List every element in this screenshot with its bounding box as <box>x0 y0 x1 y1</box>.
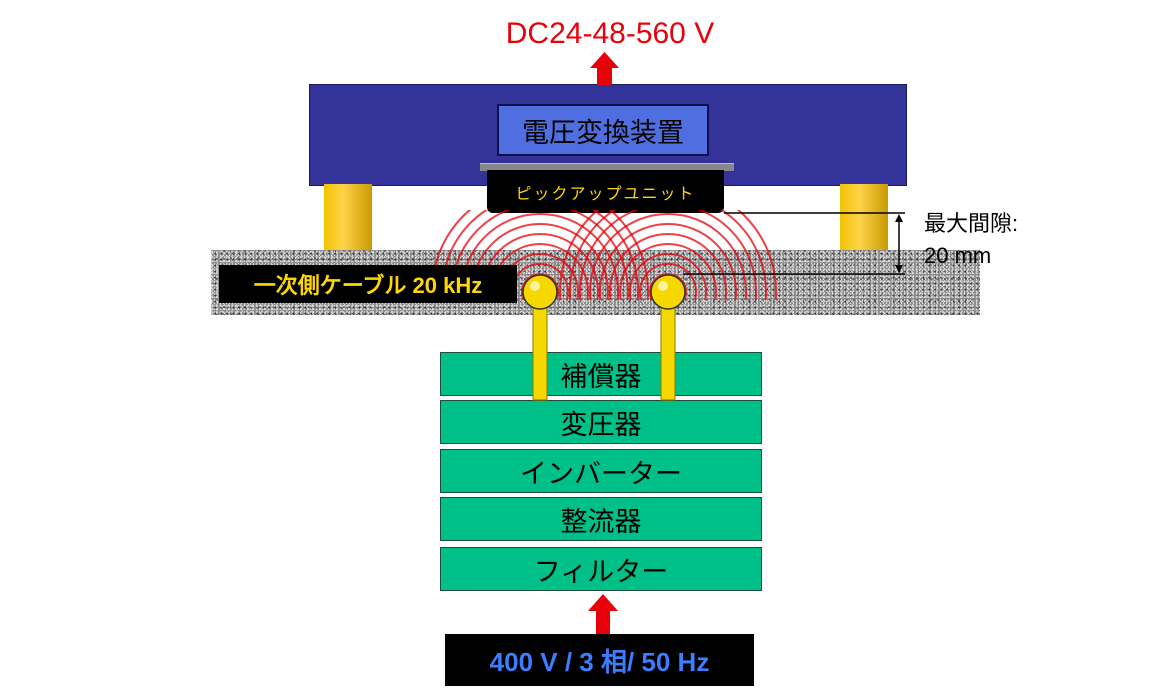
output-voltage-label: DC24-48-560 V <box>505 17 715 50</box>
stage-rectifier: 整流器 <box>440 497 762 541</box>
primary-cable-left <box>522 274 558 310</box>
stage-filter: フィルター <box>440 547 762 591</box>
voltage-converter-box: 電圧変換装置 <box>497 104 709 156</box>
pickup-plate <box>480 163 734 171</box>
stage-inverter: インバーター <box>440 449 762 493</box>
max-gap-label: 最大間隙: 20 mm <box>924 208 1018 272</box>
vehicle-leg-right <box>840 184 888 250</box>
cable-pipes <box>532 304 676 401</box>
primary-cable-right <box>650 274 686 310</box>
stage-transformer: 変圧器 <box>440 400 762 444</box>
pickup-unit: ピックアップユニット <box>487 170 724 213</box>
output-arrow <box>590 52 619 85</box>
max-gap-value: 20 mm <box>924 243 992 268</box>
max-gap-title: 最大間隙: <box>924 211 1019 236</box>
input-arrow <box>588 594 618 634</box>
stage-compensator: 補償器 <box>440 352 762 396</box>
input-power-label: 400 V / 3 相/ 50 Hz <box>445 634 754 686</box>
gap-indicator <box>683 212 905 275</box>
vehicle-leg-left <box>324 184 372 250</box>
primary-cable-label: 一次側ケーブル 20 kHz <box>219 265 517 303</box>
